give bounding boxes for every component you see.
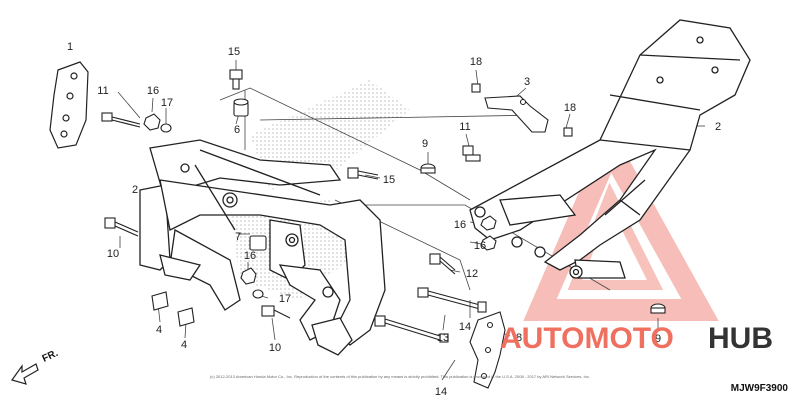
callout-9b: 9: [655, 333, 661, 345]
nut-part-16-right-a: [480, 215, 497, 231]
bolt-part-11-mid: [429, 253, 456, 275]
collar-part-4b: [177, 307, 195, 327]
front-arrow-icon: FR.: [11, 348, 60, 385]
bracket-part-7[interactable]: [49, 61, 89, 149]
callout-2: 2: [715, 121, 721, 133]
bolt-parts[interactable]: [101, 69, 573, 343]
bolt-part-15-mid: [347, 167, 379, 180]
bracket-part-3[interactable]: [484, 95, 549, 133]
callout-17b: 17: [279, 293, 291, 305]
main-frame-part-1[interactable]: [139, 139, 386, 356]
collar-part-6: [249, 235, 267, 251]
plate-part-8[interactable]: [469, 311, 506, 389]
callout-4a: 4: [156, 324, 162, 336]
callout-8: 8: [516, 332, 522, 344]
callout-18a: 18: [470, 56, 482, 68]
callout-16c: 16: [454, 219, 466, 231]
watermark: AUTOMOTO HUB: [500, 322, 773, 355]
callouts: 1 11 16 17 15 6 2 10 7 16 17 4 4 10 15 9…: [67, 41, 721, 398]
callout-14a: 14: [459, 321, 471, 333]
callout-7: 1: [67, 41, 73, 53]
collar-part-9-bottom: [650, 303, 666, 314]
bolt-part-10-bottom: [261, 305, 291, 319]
callout-3: 3: [524, 76, 530, 88]
washer-part-17-low: [252, 289, 264, 299]
bolt-part-18-top: [471, 83, 481, 93]
rear-frame-part-2[interactable]: [469, 19, 751, 279]
callout-1: 2: [132, 184, 138, 196]
collar-part-4a: [151, 291, 169, 311]
watermark-text-main: AUTOMOTO: [500, 322, 674, 355]
bolt-part-12: [101, 112, 141, 128]
bolt-part-15-top: [229, 69, 243, 90]
callout-10b: 10: [269, 342, 281, 354]
collar-part-5: [233, 98, 249, 117]
callout-15b: 15: [383, 174, 395, 186]
callout-16d: 16: [474, 240, 486, 252]
collar-part-9-top: [420, 163, 436, 174]
watermark-text-hub: HUB: [708, 322, 773, 355]
callout-10a: 10: [107, 248, 119, 260]
bolt-part-13: [374, 315, 449, 343]
callout-13: 13: [437, 332, 449, 344]
callout-5: 6: [234, 124, 240, 136]
callout-4b: 4: [181, 339, 187, 351]
copyright-text: (c) 2012-2013 American Honda Motor Co., …: [210, 374, 590, 379]
callout-11b: 12: [466, 268, 478, 280]
fr-label: FR.: [41, 348, 60, 365]
callout-14b: 14: [435, 386, 447, 398]
bolt-part-11-top: [462, 145, 481, 162]
bolt-part-18-right: [563, 127, 573, 137]
callout-11a: 11: [459, 121, 470, 133]
nut-part-16-right-b: [480, 235, 497, 251]
washer-part-17-top: [160, 123, 172, 133]
callout-6: 7: [235, 231, 241, 243]
callout-16b: 16: [244, 250, 256, 262]
diagram-code: MJW9F3900: [731, 383, 789, 394]
callout-15a: 15: [228, 46, 240, 58]
callout-9a: 9: [422, 138, 428, 150]
callout-18b: 18: [564, 102, 576, 114]
nut-part-16-low: [240, 267, 257, 285]
callout-12: 11: [97, 85, 108, 97]
bolt-part-10-left: [104, 217, 139, 237]
small-parts[interactable]: [143, 98, 666, 327]
nut-part-16-top: [143, 113, 161, 131]
callout-17a: 17: [161, 97, 173, 109]
bolt-part-14: [417, 287, 487, 313]
callout-16a: 16: [147, 85, 159, 97]
